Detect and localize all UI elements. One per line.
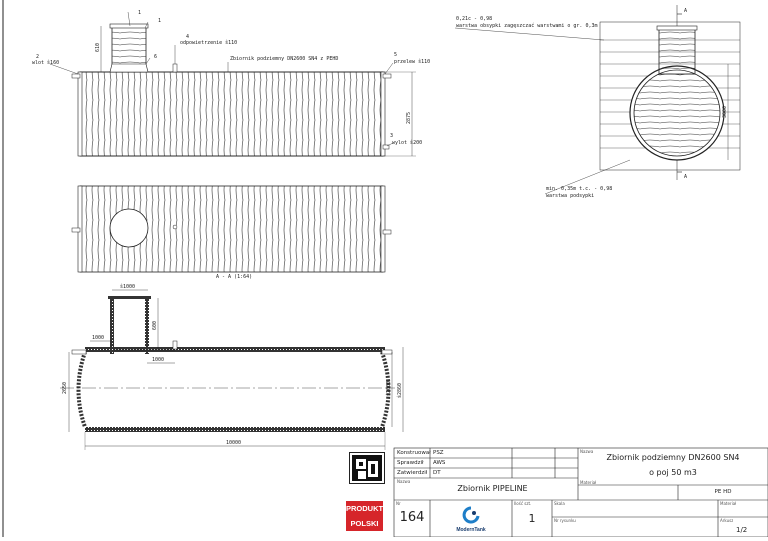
callout-2-text: wlot ŝ160	[32, 59, 59, 66]
label-zatwierdzil: Zatwierdził	[397, 470, 428, 476]
longitudinal-section: ŝ1000 600 1000 1000 2650 ŝ2600 ŝ2860 100…	[60, 283, 404, 450]
tank-body-side	[79, 71, 384, 157]
brand-mark: ModernTank	[430, 501, 512, 537]
label-arkusz: Arkusz	[720, 518, 734, 523]
dim-diameter-riser: ŝ1000	[120, 283, 135, 290]
material-value: PE HD	[714, 489, 732, 495]
value-sprawdzil: AWS	[433, 460, 446, 466]
badge-produkt: PRODUKT	[346, 501, 383, 516]
title-line1: Zbiornik podziemny DN2600 SN4	[606, 453, 740, 462]
label-numer: Nr	[396, 501, 401, 506]
callout-1a: 1	[138, 10, 141, 16]
note-bottom-line1: min. 0,35m t.c. - 0,98	[546, 186, 612, 192]
sheet-value: 1/2	[736, 526, 748, 534]
dim-riser-bottom: 600	[152, 321, 158, 330]
label-konstruowal: Konstruował	[397, 450, 431, 456]
quantity-value: 1	[528, 512, 536, 525]
dim-height-section: 3000	[722, 106, 728, 118]
label-material: Materiał	[580, 480, 597, 485]
dim-outer: ŝ2860	[396, 383, 403, 398]
dim-shelf: 1000	[152, 357, 164, 363]
cross-section-view: A A 3000 0,21c - 0,98 warstwa obsypki za…	[454, 5, 741, 199]
callout-2-num: 2	[36, 54, 39, 60]
plan-caption: A - A (1:64)	[216, 274, 252, 280]
dim-height-bottom: 2650	[62, 382, 68, 394]
side-view: 1 1 2 wlot ŝ160 4 odpowietrzenie ŝ110 5 …	[32, 10, 430, 157]
tank-label: Zbiornik podziemny DN2600 SN4 z PEHD	[230, 56, 338, 62]
note-bottom-line2: warstwa podsypki	[546, 193, 594, 199]
callout-5-num: 5	[394, 52, 397, 58]
label-nazwa-2: Nazwa	[397, 479, 411, 484]
callout-3-num: 3	[390, 133, 393, 139]
cut-label-bottom: A	[684, 174, 687, 180]
callout-3-text: wylot ŝ200	[392, 139, 422, 146]
callout-4-text: odpowietrzenie ŝ110	[180, 39, 237, 46]
badge-polski: POLSKI	[346, 516, 383, 531]
value-zatwierdzil: DT	[433, 470, 441, 476]
label-nazwa: Nazwa	[580, 449, 594, 454]
callout-6-num: 6	[154, 54, 157, 60]
drawing-number: 164	[399, 510, 425, 525]
value-konstruowal: PSZ	[433, 450, 444, 456]
label-arkusz-top: Materiał	[720, 501, 737, 506]
project-name: Zbiornik PIPELINE	[457, 484, 528, 493]
callout-1b: 1	[158, 18, 161, 24]
note-top-line2: warstwa obsypki zagęszczać warstwami o g…	[456, 22, 597, 29]
label-skala: Skala	[554, 501, 565, 506]
dim-left-width: 1000	[92, 335, 104, 341]
callout-4-num: 4	[186, 34, 189, 40]
label-nr-rysunku: Nr rysunku	[554, 518, 576, 523]
dim-height-side: 2875	[406, 112, 412, 124]
label-sprawdzil: Sprawdził	[397, 460, 424, 466]
brand-icon	[462, 506, 480, 524]
dim-inner: ŝ2600	[385, 381, 392, 396]
plan-view: A - A (1:64)	[71, 185, 392, 280]
manhole-plan	[109, 208, 149, 248]
cut-label-top: A	[684, 8, 687, 14]
company-logo	[349, 452, 385, 484]
note-top-line1: 0,21c - 0,98	[456, 16, 492, 22]
brand-name: ModernTank	[456, 527, 486, 533]
label-ilosc: Ilość szt.	[514, 501, 532, 506]
callout-5-text: przelew ŝ110	[394, 58, 430, 65]
dim-length: 10000	[226, 440, 241, 446]
title-block-frame	[393, 447, 768, 537]
dim-riser-side: 610	[95, 43, 101, 52]
title-line2: o poj 50 m3	[649, 468, 697, 477]
